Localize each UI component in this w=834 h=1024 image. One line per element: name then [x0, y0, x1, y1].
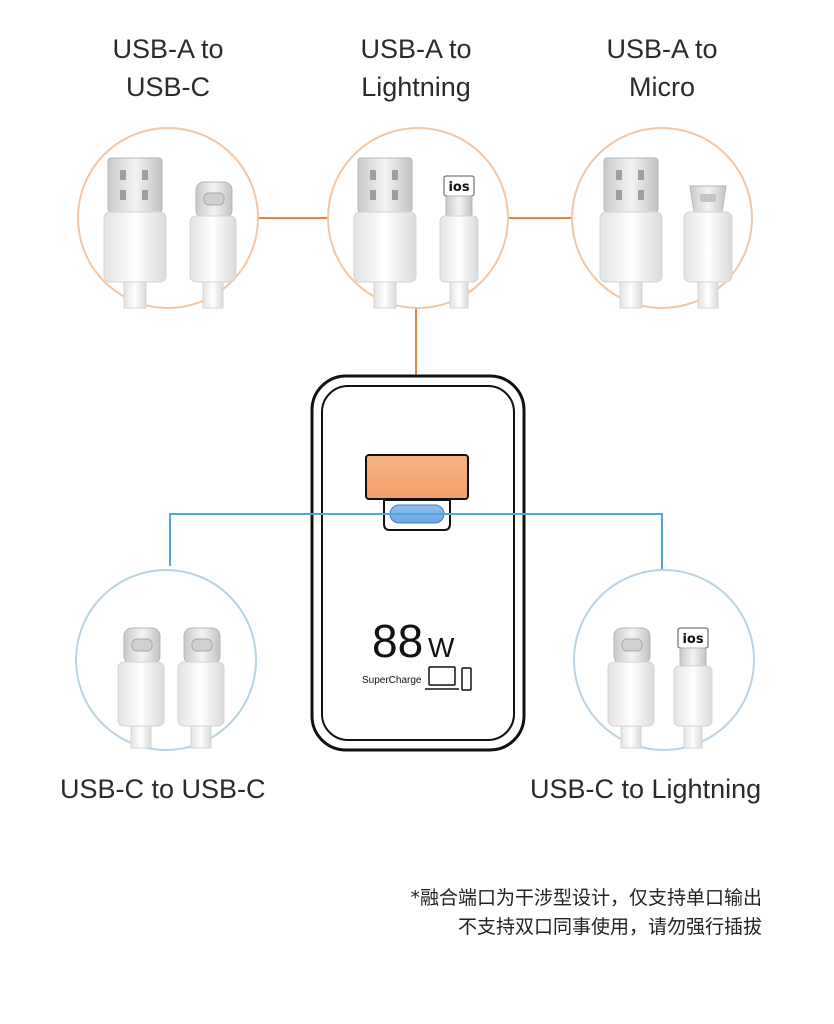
- cable-circle-usb-c-to-usb-c: [75, 569, 257, 751]
- label-line: USB-C: [125, 72, 210, 102]
- label-line: Lightning: [361, 72, 471, 102]
- cable-circle-usb-a-to-lightning: ios: [327, 127, 509, 309]
- laptop-phone-icon: [425, 666, 472, 691]
- usb-a-plug-icon: [103, 157, 167, 309]
- power-number: 88: [372, 615, 423, 667]
- cable-circle-usb-a-to-micro: [571, 127, 753, 309]
- lightning-plug-icon: ios: [673, 627, 713, 749]
- charger-body: [310, 374, 526, 752]
- label-line: USB-A to: [360, 34, 472, 64]
- label-line: USB-A to: [112, 34, 224, 64]
- note-line-2: 不支持双口同事使用，请勿强行插拔: [457, 916, 762, 938]
- usage-note: *融合端口为干涉型设计，仅支持单口输出 不支持双口同事使用，请勿强行插拔: [410, 884, 762, 942]
- power-unit: W: [428, 632, 455, 663]
- cable-circle-usb-a-to-usb-c: [77, 127, 259, 309]
- label-usb-a-to-usb-c: USB-A to USB-C: [88, 30, 248, 106]
- label-line: Micro: [629, 72, 695, 102]
- usb-c-plug-icon: [607, 627, 655, 749]
- usb-a-plug-icon: [599, 157, 663, 309]
- usb-c-plug-icon: [177, 627, 225, 749]
- label-usb-c-to-lightning: USB-C to Lightning: [530, 774, 762, 804]
- usb-c-plug-icon: [189, 181, 237, 309]
- label-line: USB-A to: [606, 34, 718, 64]
- ios-tag: ios: [682, 632, 703, 647]
- label-usb-a-to-micro: USB-A to Micro: [582, 30, 742, 106]
- lightning-plug-icon: ios: [439, 175, 479, 309]
- usb-a-plug-icon: [353, 157, 417, 309]
- ios-tag: ios: [448, 180, 469, 195]
- usb-c-plug-icon: [117, 627, 165, 749]
- micro-usb-plug-icon: [683, 185, 733, 309]
- label-usb-c-to-usb-c: USB-C to USB-C: [60, 774, 266, 804]
- note-line-1: *融合端口为干涉型设计，仅支持单口输出: [410, 887, 762, 909]
- cable-circle-usb-c-to-lightning: ios: [573, 569, 755, 751]
- brand-text: SuperCharge: [362, 675, 422, 686]
- label-usb-a-to-lightning: USB-A to Lightning: [336, 30, 496, 106]
- usb-a-port: [365, 454, 469, 500]
